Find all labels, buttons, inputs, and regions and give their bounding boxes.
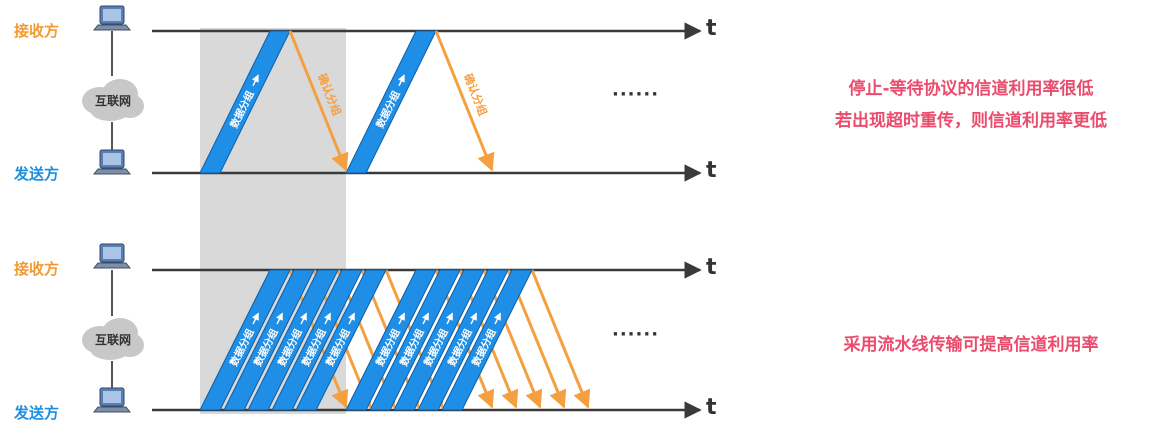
time-label-sender-bottom: t [706, 395, 717, 420]
bottom-data-packet-9-shape [417, 269, 509, 411]
bottom-data-packet-2-shape [223, 269, 315, 411]
bottom-data-packet-1-arrow-icon [252, 312, 260, 325]
bottom-data-packet-5-arrow-icon [348, 312, 356, 325]
receiver-laptop-icon-top [92, 5, 132, 31]
top-data-packet-2: 数据分组 [345, 30, 437, 174]
sender-label-bottom: 发送方 [14, 404, 60, 422]
bottom-data-packet-6-shape [345, 269, 437, 411]
top-data-packet-1-arrow-icon [251, 74, 259, 87]
bottom-data-packet-9-arrow-icon [470, 312, 478, 325]
bottom-data-packet-4-shape [271, 269, 363, 411]
sender-laptop-icon-bottom [92, 387, 132, 413]
bottom-data-packet-3-shape [247, 269, 339, 411]
bottom-data-packet-8-shape [393, 269, 485, 411]
bottom-data-packet-8: 数据分组 [393, 269, 485, 411]
top-ack-2: 确认分组 [434, 30, 495, 172]
bottom-data-packet-5-shape [295, 269, 387, 411]
top-ack-2-line [434, 30, 495, 172]
receiver-label-top: 接收方 [14, 22, 60, 40]
time-label-sender-top: t [706, 158, 717, 183]
bottom-data-packet-4-arrow-icon [324, 312, 332, 325]
note-stop-wait-line2: 若出现超时重传，则信道利用率更低 [835, 111, 1107, 131]
top-ack-2-label: 确认分组 [461, 71, 490, 117]
sender-label-top: 发送方 [14, 165, 60, 183]
bottom-data-packet-10-arrow-icon [494, 312, 502, 325]
bottom-data-packet-10-shape [441, 269, 533, 411]
bottom-data-packet-2-arrow-icon [276, 312, 284, 325]
receiver-laptop-icon-bottom [92, 243, 132, 269]
time-label-receiver-top: t [706, 16, 717, 41]
network-label-top: 互联网 [95, 94, 131, 108]
top-ack-1-line [288, 30, 349, 172]
bottom-data-packet-3-arrow-icon [300, 312, 308, 325]
bottom-data-packet-6: 数据分组 [345, 269, 437, 411]
cloud-icon-bottom: 互联网 [82, 318, 144, 360]
bottom-data-packet-5: 数据分组 [295, 269, 387, 411]
bottom-data-packet-6-arrow-icon [398, 312, 406, 325]
time-label-receiver-bottom: t [706, 255, 717, 280]
bottom-data-packet-7-arrow-icon [422, 312, 430, 325]
cloud-icon-top: 互联网 [82, 79, 144, 121]
note-stop-wait-line1: 停止-等待协议的信道利用率很低 [848, 79, 1094, 99]
bottom-data-packet-8-arrow-icon [446, 312, 454, 325]
note-pipeline: 采用流水线传输可提高信道利用率 [843, 335, 1099, 355]
bottom-data-packet-1-shape [199, 269, 291, 411]
sender-laptop-icon-top [92, 149, 132, 175]
bottom-ack-10-line [530, 269, 591, 409]
ellipsis-bottom: ······ [612, 324, 660, 345]
bottom-packets-layer: 数据分组数据分组数据分组数据分组数据分组数据分组数据分组数据分组数据分组数据分组 [199, 269, 533, 411]
network-label-bottom: 互联网 [95, 333, 131, 347]
bottom-ack-10 [530, 269, 591, 409]
top-data-packet-2-arrow-icon [397, 74, 405, 87]
ellipsis-top: ······ [612, 84, 660, 105]
receiver-label-bottom: 接收方 [14, 260, 60, 278]
bottom-data-packet-7-shape [369, 269, 461, 411]
